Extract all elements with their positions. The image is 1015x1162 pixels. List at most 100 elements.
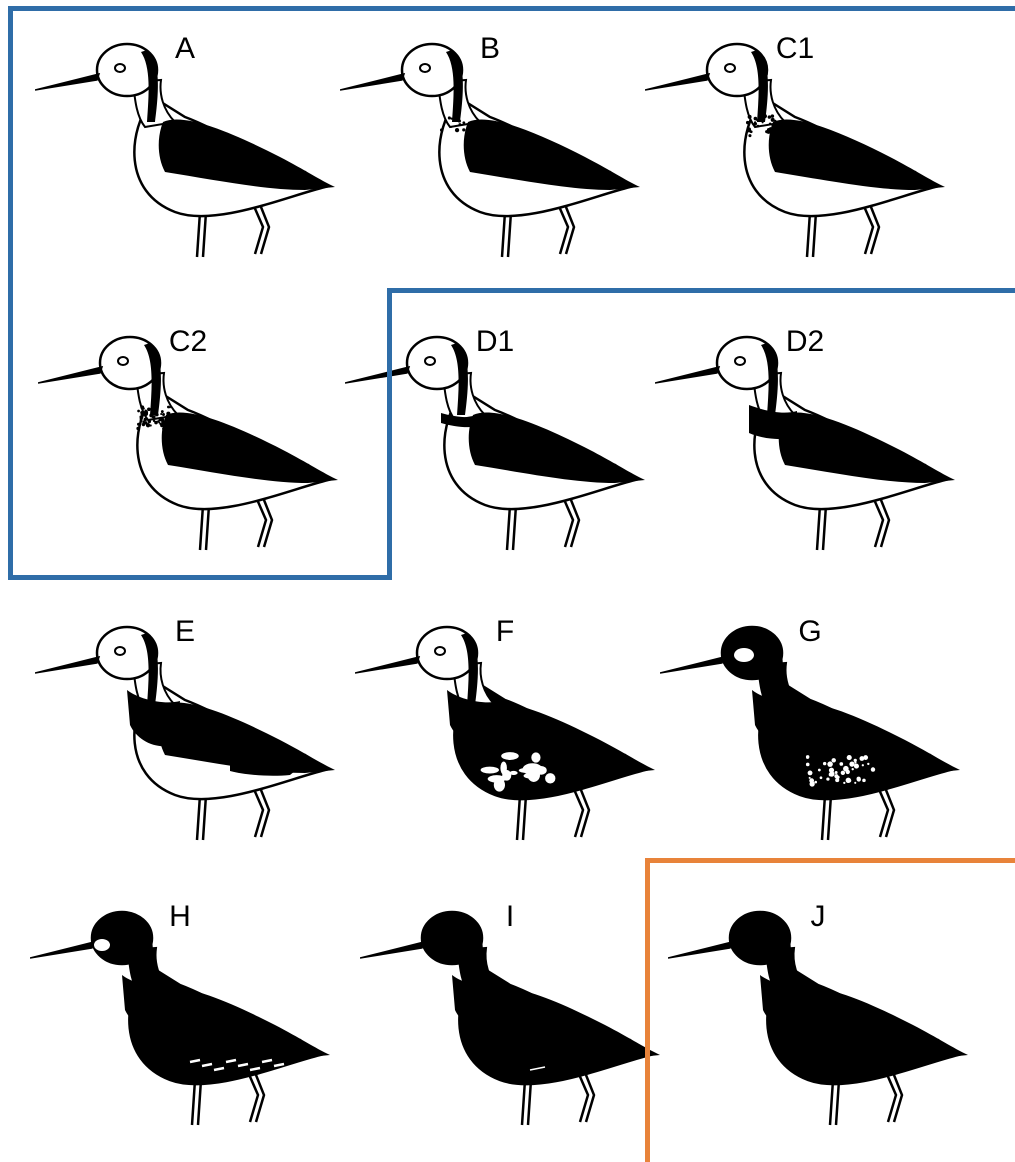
nape-stripe — [446, 50, 463, 122]
highlight-frame-blue-inner — [387, 288, 1015, 296]
belly-speckle — [834, 771, 838, 774]
bird-eye — [434, 646, 446, 656]
black-breast — [752, 690, 805, 747]
leg-right — [871, 494, 891, 548]
breast-band — [749, 405, 797, 440]
collar-speckle — [145, 423, 151, 428]
collar-speckle — [458, 123, 462, 126]
collar-speckle — [761, 121, 764, 124]
panel-i: I — [360, 890, 660, 1160]
collar-speckle — [167, 405, 170, 409]
collar-speckle — [771, 128, 776, 132]
collar-speckle — [163, 426, 167, 430]
bird-eye — [724, 63, 736, 73]
collar-speckle — [748, 134, 752, 138]
bird-wing — [158, 119, 335, 190]
bird-eye — [114, 63, 126, 73]
leg-right — [246, 1069, 266, 1123]
collar-speckle — [152, 407, 155, 410]
leg-right — [861, 201, 881, 255]
bird-eye — [419, 63, 431, 73]
leg-right — [251, 784, 271, 838]
belly-speckle — [822, 761, 827, 766]
bird-beak — [345, 365, 411, 384]
nape-stripe — [141, 633, 158, 705]
belly-speckle — [829, 771, 835, 777]
collar-speckle — [139, 418, 143, 422]
panel-label: E — [174, 615, 195, 648]
panel-label: F — [495, 615, 515, 648]
collar-speckle — [137, 409, 140, 413]
nape-stripe — [466, 918, 483, 990]
leg-right — [556, 201, 576, 255]
collar-speckle — [165, 417, 169, 420]
bird-beak — [355, 655, 421, 674]
nape-stripe — [451, 343, 468, 415]
leg-right — [571, 784, 591, 838]
collar-speckle — [164, 420, 167, 423]
belly-speckle — [808, 776, 811, 779]
panel-label: I — [505, 900, 515, 933]
belly-streak — [261, 1058, 273, 1064]
belly-speckle — [867, 762, 870, 766]
black-breast — [127, 690, 180, 747]
collar-speckle — [756, 124, 760, 128]
bird-wing — [778, 412, 955, 483]
belly-blotch — [509, 770, 518, 775]
bird-beak — [655, 365, 721, 384]
collar-speckle — [139, 416, 142, 419]
nape-stripe — [461, 633, 478, 705]
collar-speckle — [747, 114, 752, 119]
bird-beak — [30, 940, 96, 959]
bird-head — [728, 910, 792, 966]
nape-stripe — [761, 343, 778, 415]
belly-blotch — [501, 752, 519, 760]
leg-left — [820, 794, 833, 841]
belly-speckle — [834, 774, 839, 779]
belly-speckle — [805, 755, 810, 759]
collar-speckle — [749, 130, 753, 134]
panel-g: G — [660, 605, 960, 875]
collar-speckle — [774, 119, 777, 123]
belly-blotch — [545, 773, 556, 784]
bird-drawing — [660, 625, 960, 841]
bird-drawing — [645, 42, 945, 258]
belly-speckle — [854, 763, 858, 767]
bird-head — [95, 625, 159, 681]
bird-beak — [340, 72, 406, 91]
bird-beak — [360, 940, 426, 959]
bird-beak — [660, 655, 726, 674]
black-breast — [760, 975, 813, 1032]
leg-right — [876, 784, 896, 838]
belly-speckle — [853, 758, 857, 762]
leg-left — [828, 1079, 841, 1126]
belly-speckle — [807, 770, 813, 776]
belly-speckle — [859, 756, 865, 761]
collar-speckle — [167, 425, 171, 428]
leg-right — [561, 494, 581, 548]
collar-speckle — [756, 119, 759, 122]
collar-speckle — [468, 132, 472, 137]
bird-wing — [791, 987, 968, 1058]
collar-speckle — [162, 413, 165, 416]
belly-blotch — [493, 778, 506, 792]
belly-speckle — [845, 769, 850, 775]
bird-eye — [424, 356, 436, 366]
belly-blotch — [480, 766, 500, 774]
collar-speckle — [147, 419, 152, 424]
bird-eye — [114, 646, 126, 656]
leg-right — [884, 1069, 904, 1123]
bird-drawing — [35, 42, 335, 258]
bird-drawing — [30, 910, 330, 1126]
panel-j: J — [668, 890, 968, 1160]
belly-streak — [201, 1062, 213, 1068]
bird-wing — [468, 412, 645, 483]
belly-streak — [237, 1062, 249, 1068]
face-patch — [94, 939, 110, 951]
leg-left — [815, 504, 828, 551]
belly-speckle — [856, 777, 861, 782]
bird-beak — [645, 72, 711, 91]
belly-blotch — [502, 770, 512, 781]
bird-drawing — [38, 335, 338, 551]
